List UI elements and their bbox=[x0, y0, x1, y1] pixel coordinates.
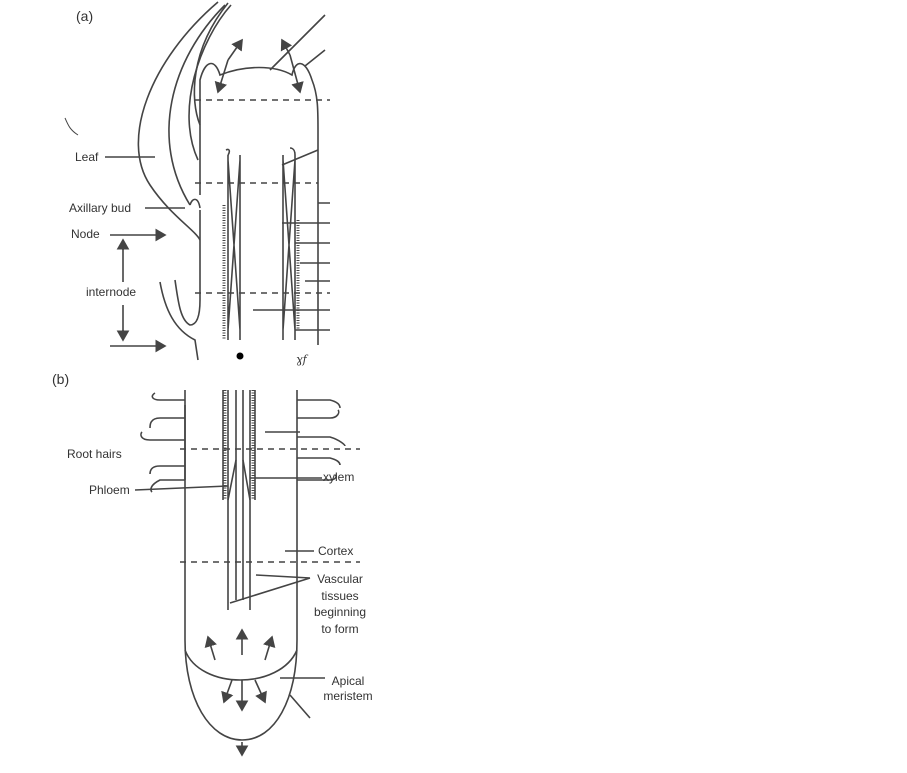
shoot-apex bbox=[199, 62, 319, 345]
meristem-inner bbox=[184, 649, 298, 681]
panel-b-tag: (b) bbox=[52, 371, 70, 387]
label-phloem: Phloem bbox=[89, 483, 130, 497]
label-apical-meristem: Apical meristem bbox=[320, 674, 376, 704]
label-vascular-tissues: Vascular tissues beginning to form bbox=[310, 571, 370, 637]
vascular-line-4: to form bbox=[321, 621, 359, 636]
label-axillary-bud: Axillary bud bbox=[69, 201, 132, 215]
vascular-line-1: Vascular bbox=[317, 572, 363, 586]
vascular-line-2: tissues bbox=[321, 588, 359, 603]
shoot-tip-drawing bbox=[64, 1, 330, 361]
leaf-inner bbox=[168, 4, 226, 206]
label-cortex: Cortex bbox=[318, 544, 354, 558]
root-outline bbox=[184, 390, 298, 741]
panel-a-tag: (a) bbox=[76, 8, 94, 24]
label-node: Node bbox=[71, 227, 100, 241]
apical-line-1: Apical bbox=[331, 674, 365, 688]
apical-line-2: meristem bbox=[323, 689, 373, 703]
label-mark: ɣf bbox=[296, 353, 307, 366]
label-internode: internode bbox=[86, 285, 137, 299]
label-root-hairs: Root hairs bbox=[67, 447, 122, 461]
root-tip-drawing bbox=[134, 390, 360, 757]
leaf-2 bbox=[188, 4, 232, 161]
leaf-outer bbox=[137, 1, 219, 241]
vascular-line-3: beginning bbox=[313, 605, 367, 619]
label-xylem: xylem bbox=[323, 470, 355, 484]
axillary-bud bbox=[189, 198, 201, 209]
label-leaf: Leaf bbox=[75, 150, 99, 164]
dot-marker bbox=[236, 352, 244, 360]
